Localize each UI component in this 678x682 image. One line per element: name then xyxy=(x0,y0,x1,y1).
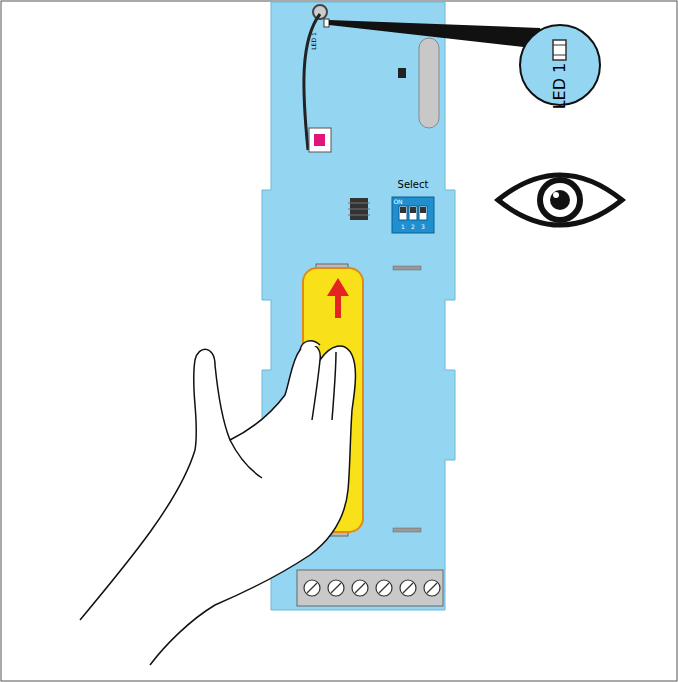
terminal-block xyxy=(297,570,443,606)
terminal-screw xyxy=(304,580,320,596)
reed-switch xyxy=(419,38,439,128)
led-callout-label: LED 1 xyxy=(552,63,568,110)
led-magnified xyxy=(553,40,566,60)
led-label: LED 1 xyxy=(311,32,317,49)
button-cap xyxy=(314,134,325,146)
eye-icon xyxy=(498,175,622,225)
switch-number: 1 xyxy=(401,224,405,230)
component xyxy=(398,68,406,78)
hand xyxy=(80,341,355,665)
arrow-up xyxy=(327,278,349,318)
switch-number: 3 xyxy=(421,224,425,230)
terminal-screw xyxy=(352,580,368,596)
switch-on-label: ON xyxy=(393,199,402,205)
terminal-screw xyxy=(376,580,392,596)
switch-label: Select xyxy=(398,180,429,190)
antenna-mount xyxy=(313,5,327,19)
led xyxy=(324,19,329,27)
terminal-screw xyxy=(400,580,416,596)
terminal-screw xyxy=(328,580,344,596)
magnifier-cone xyxy=(329,20,550,50)
button xyxy=(309,128,331,152)
dip-switch xyxy=(392,197,434,233)
terminal-screw xyxy=(424,580,440,596)
switch-number: 2 xyxy=(411,224,415,230)
